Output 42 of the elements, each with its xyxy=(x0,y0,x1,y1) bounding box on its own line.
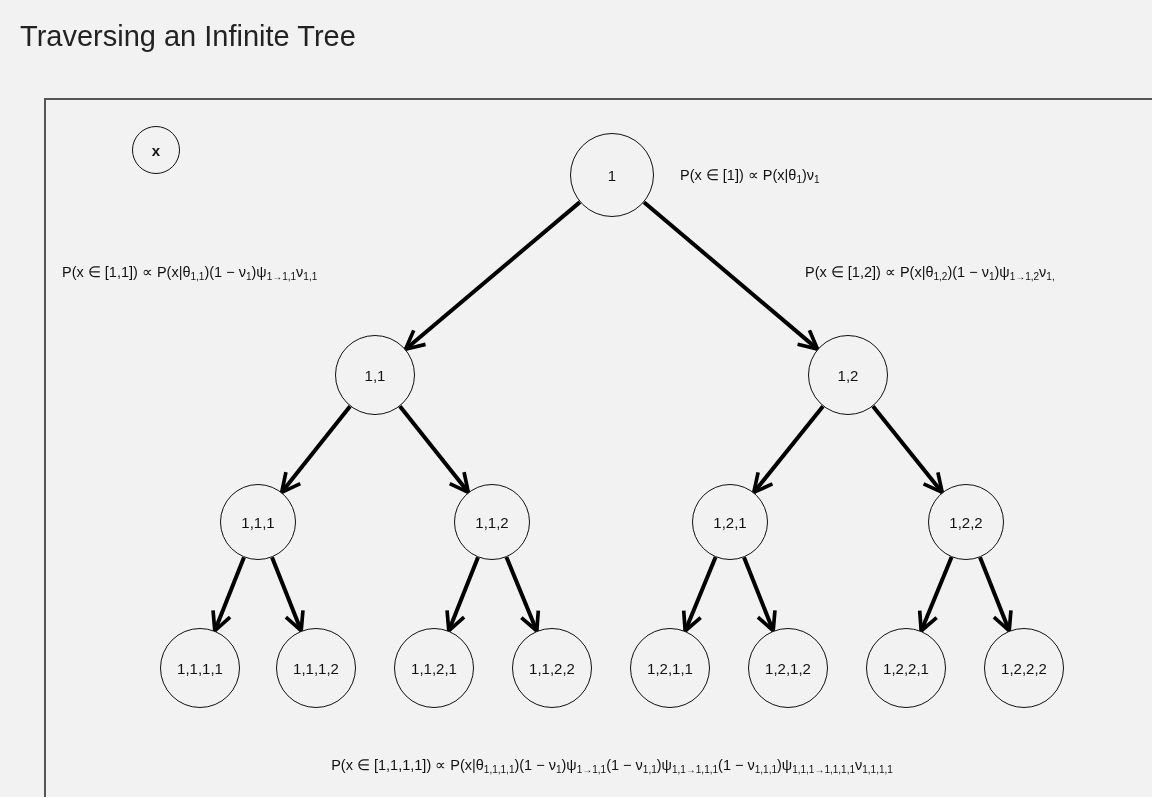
arrow xyxy=(445,556,480,633)
arrow xyxy=(917,556,954,633)
node-label: 1,2,2,1 xyxy=(883,659,929,677)
circle-node xyxy=(220,484,296,560)
node-label: 1,2,1,2 xyxy=(765,659,811,677)
node-label: 1,1,1,1 xyxy=(177,659,223,677)
node-label: 1,1 xyxy=(364,366,386,384)
arrow xyxy=(742,556,777,633)
circle-node xyxy=(454,484,530,560)
node-label: 1,1,2,1 xyxy=(411,659,457,677)
arrow xyxy=(751,404,825,495)
probability-formula: P(x ∈ [1,1]) ∝ P(x|θ$_{1,1}$)(1 − ν$_{1}$)ψ$_{1→1,1}$ν$_{1,1}$ xyxy=(62,264,318,280)
arrow xyxy=(681,556,718,633)
arrow xyxy=(871,404,945,495)
arrow xyxy=(504,556,541,633)
node-label: 1,2,1 xyxy=(713,513,747,531)
circle-node xyxy=(132,126,180,174)
circle-node xyxy=(808,335,888,415)
arrow xyxy=(642,200,820,351)
node-label: 1,2,2 xyxy=(949,513,983,531)
node-label: 1,1,1,2 xyxy=(293,659,339,677)
node-label: 1,2,2,2 xyxy=(1001,659,1047,677)
node-label: 1,2,1,1 xyxy=(647,659,693,677)
node-label: 1,1,1 xyxy=(241,513,275,531)
node-label: x xyxy=(151,141,161,159)
arrow xyxy=(270,556,305,633)
probability-formula: P(x ∈ [1,1,1,1]) ∝ P(x|θ$_{1,1,1,1}$)(1 − ν$_{1}$)ψ$_{1→1,1}$(1 − ν$_{1,1}$)ψ$_{1,1→1,1,1}$(1 − ν$_{1,1,1}$)ψ$_{1,1,1→1,1,1,1}$ν$_{1,1,1,1}$ xyxy=(331,757,893,773)
circle-node xyxy=(335,335,415,415)
arrow xyxy=(978,556,1013,633)
circle-node xyxy=(692,484,768,560)
probability-formula: P(x ∈ [1]) ∝ P(x|θ$_{1}$)ν$_{1}$ xyxy=(680,167,820,183)
circle-node xyxy=(928,484,1004,560)
node-label: 1 xyxy=(607,166,617,184)
title: Traversing an Infinite Tree xyxy=(20,20,356,53)
node-label: 1,1,2,2 xyxy=(529,659,575,677)
arrow xyxy=(398,405,471,495)
probability-formula: P(x ∈ [1,2]) ∝ P(x|θ$_{1,2}$)(1 − ν$_{1}$)ψ$_{1→1,2}$ν$_{1,}$ xyxy=(805,264,1055,280)
arrow xyxy=(211,556,246,633)
node-label: 1,1,2 xyxy=(475,513,509,531)
arrow xyxy=(279,405,352,495)
node-label: 1,2 xyxy=(837,366,859,384)
arrow xyxy=(403,200,582,352)
